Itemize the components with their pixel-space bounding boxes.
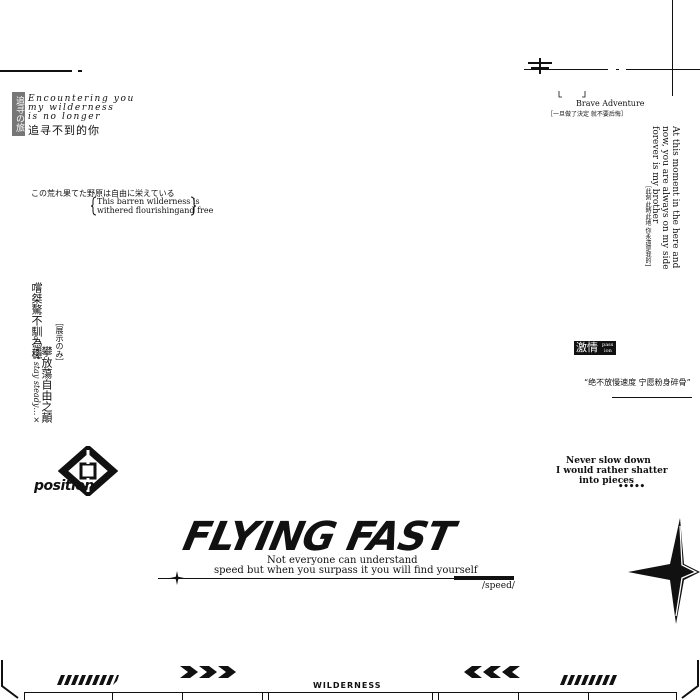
encountering-line-3: is no longer [28, 112, 102, 122]
vertical-badge: 追寻の旅 [12, 92, 25, 136]
bottom-frame-top [24, 692, 676, 693]
hatch-bar-left [57, 675, 119, 685]
top-right-rule-left [524, 69, 608, 70]
vertical-text-col1: 嚐桀驁不馴為穩 [30, 282, 43, 359]
brave-adventure-sub: ［一旦做了決定 就不要后悔］ [547, 111, 627, 118]
position-logo-icon [58, 446, 118, 496]
bottom-frame-tick-7 [438, 692, 439, 700]
chevrons-left-icon [464, 666, 520, 678]
bottom-frame-tick-4 [262, 692, 263, 700]
bottom-frame-tick-9 [588, 692, 589, 700]
vertical-chinese-right: ［此刻 此時此地 你永遠是我的] [644, 182, 651, 267]
compass-star-icon [628, 518, 700, 624]
passion-label-box: 激情 pass ion [574, 341, 616, 355]
bottom-right-corner [681, 660, 699, 699]
passion-tag-bottom: ion [604, 348, 612, 354]
passion-rule [612, 397, 692, 398]
chevrons-right-icon [180, 666, 236, 678]
vertical-bracket: ［展示のみ］ [55, 318, 64, 366]
speed-tag: /speed/ [482, 581, 515, 591]
passion-tag-top: pass [602, 342, 614, 348]
position-logo-text: position [34, 478, 94, 494]
encountering-line-1: Encountering you [28, 94, 135, 104]
sparkle-icon [170, 571, 184, 585]
right-brace-icon [190, 196, 196, 216]
dot-leader: ••••• [618, 482, 646, 492]
bottom-frame-tick-1 [24, 692, 25, 700]
encountering-line-2: my wilderness [28, 103, 115, 113]
vertical-text-col1-en: not stay steady…× [32, 346, 41, 425]
bottom-left-corner [1, 660, 19, 699]
chinese-line: 追寻不到的你 [28, 124, 100, 137]
bottom-frame-tick-3 [182, 692, 183, 700]
passion-label: 激情 [576, 341, 598, 354]
passion-quote: “绝不放慢速度 宁愿粉身碎骨” [584, 378, 691, 387]
hatch-bar-right [560, 675, 617, 685]
title-thin-rule [158, 578, 454, 579]
bottom-frame-tick-6 [432, 692, 433, 700]
title-sub-2: speed but when you surpass it you will f… [214, 565, 478, 576]
vertical-english-right: At this moment in the here and now, you … [650, 126, 680, 270]
bottom-frame-tick-10 [676, 692, 677, 700]
top-left-dot [78, 70, 82, 72]
vertical-text-col2: 攀放蕩自由之顛 [40, 346, 53, 423]
bottom-frame-tick-8 [518, 692, 519, 700]
bottom-frame-tick-2 [112, 692, 113, 700]
wilderness-line-1: This barren wilderness is [97, 197, 200, 206]
bottom-frame-tick-5 [268, 692, 269, 700]
japanese-line: この荒れ果てた野原は自由に栄えている [31, 189, 175, 198]
left-brace-icon [91, 196, 97, 216]
brave-adventure-title: Brave Adventure [576, 99, 645, 108]
title-thick-rule [454, 576, 514, 580]
top-right-rule-right [626, 69, 700, 70]
bracket-frame-icon [558, 91, 586, 98]
never-slow-line-2: I would rather shatter [556, 466, 668, 476]
top-right-rule-dot [616, 69, 619, 70]
top-left-rule [0, 70, 72, 72]
cross-icon [528, 58, 552, 74]
flying-fast-title: FLYING FAST [179, 514, 458, 560]
never-slow-line-1: Never slow down [566, 456, 651, 466]
top-right-vertical [672, 0, 673, 96]
wilderness-label: WILDERNESS [313, 681, 382, 690]
never-slow-line-3: into pieces [579, 476, 634, 486]
title-sub-1: Not everyone can understand [267, 555, 418, 566]
wilderness-line-2: withered flourishingand free [97, 206, 214, 215]
